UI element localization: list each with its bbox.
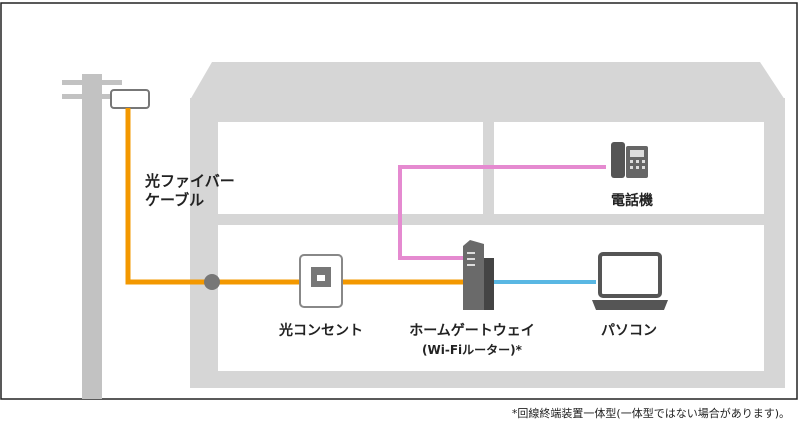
utility-pole	[62, 74, 122, 399]
footnote: *回線終端装置一体型(一体型ではない場合があります)。	[512, 406, 790, 420]
pc-label: パソコン	[601, 323, 657, 339]
fiber-cable-line	[125, 108, 463, 285]
home-gateway-icon	[463, 240, 494, 310]
telephone-label: 電話機	[611, 192, 653, 209]
laptop-icon	[592, 252, 668, 310]
optical-outlet-label: 光コンセント	[278, 322, 363, 339]
wall-junction	[204, 274, 220, 290]
house-roof	[190, 62, 785, 100]
home-gateway-sublabel: (Wi-Fiルーター)*	[422, 343, 523, 357]
fiber-splitter-box	[110, 89, 150, 109]
fiber-cable-label-line2: ケーブル	[145, 191, 204, 209]
phone-line	[398, 165, 606, 260]
fiber-cable-label-line1: 光ファイバー	[144, 172, 235, 190]
optical-outlet-icon	[299, 254, 343, 308]
desk-phone-icon	[611, 142, 648, 178]
home-gateway-label: ホームゲートウェイ	[409, 322, 535, 339]
